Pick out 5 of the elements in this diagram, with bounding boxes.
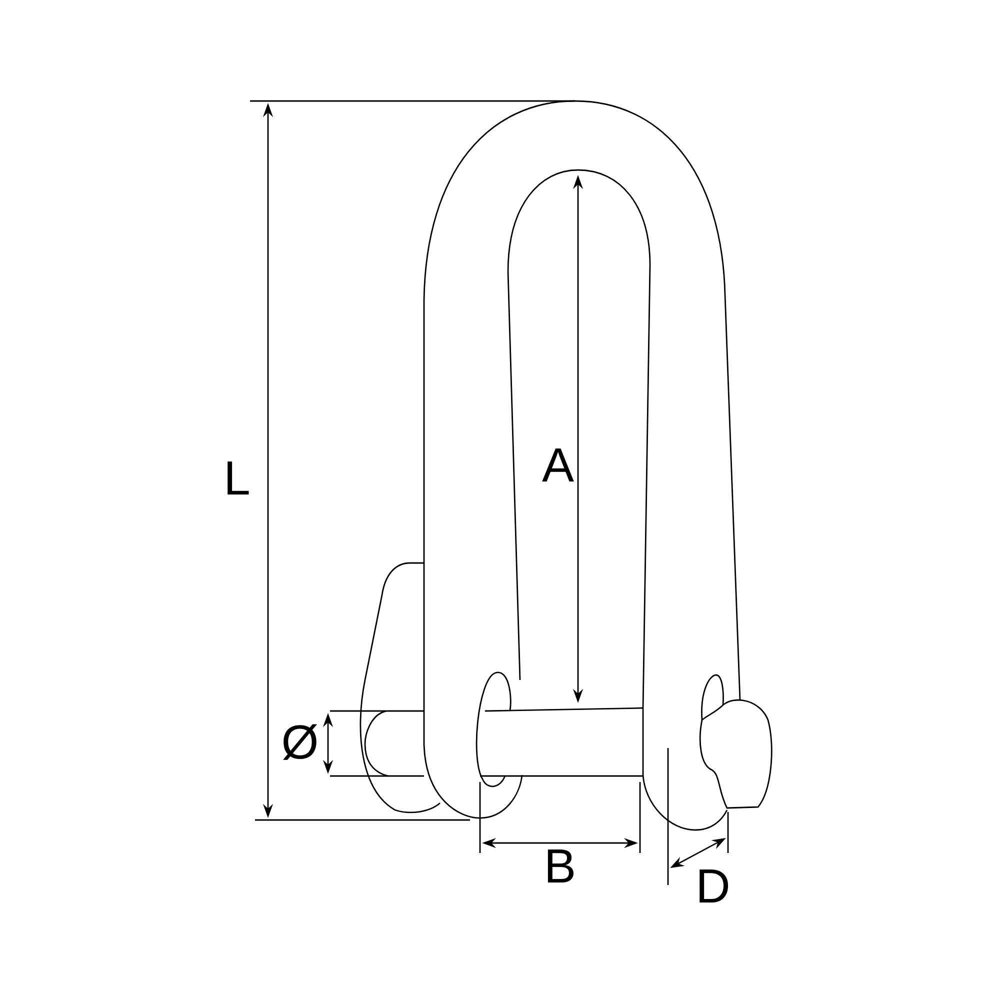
dimension-label: D xyxy=(700,870,728,903)
dimension-label: L xyxy=(228,461,249,495)
dimension-label: Ø xyxy=(283,724,318,760)
dimension-label: B xyxy=(548,850,574,883)
dimension-label: A xyxy=(542,448,574,482)
